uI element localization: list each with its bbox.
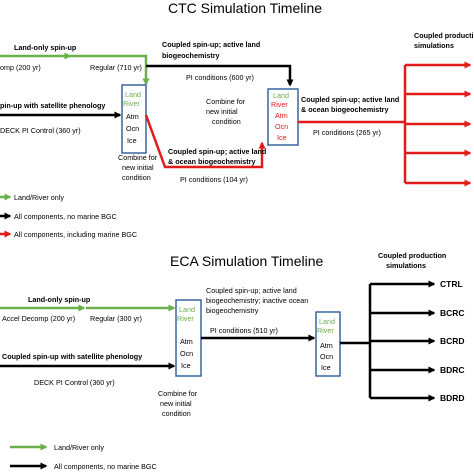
ctc-box1-ice: Ice [127, 136, 137, 145]
eca-combine-l3: condition [162, 409, 191, 418]
ctc-box1-ocn: Ocn [126, 124, 139, 133]
eca-land-only-spinup-label: Land-only spin-up [28, 295, 91, 304]
ctc-spinup-satellite-label: pin-up with satellite phenology [0, 101, 105, 110]
ctc-legend-black-label: All components, no marine BGC [14, 212, 117, 221]
ctc-combine-bottom-l3: condition [122, 173, 151, 182]
eca-box2-river: River [317, 326, 334, 335]
eca-title: ECA Simulation Timeline [170, 253, 324, 269]
eca-box2-atm: Atm [320, 341, 333, 350]
ctc-coupled-land-ocean-bottom-l2: & ocean biogeochemistry [168, 157, 255, 166]
ctc-combine-bottom-l1: Combine for [118, 153, 158, 162]
ctc-regular-arrow [70, 54, 150, 86]
ctc-box2-atm: Atm [275, 111, 288, 120]
eca-combine-l1: Combine for [158, 389, 198, 398]
eca-box1-river: River [177, 314, 194, 323]
eca-box1-ocn: Ocn [180, 349, 193, 358]
ctc-box1-river: River [123, 99, 140, 108]
eca-run-bcrd: BCRD [440, 336, 465, 346]
ctc-combine-mid-l3: condition [212, 117, 241, 126]
ctc-pi104-arrow [144, 114, 266, 169]
ctc-land-only-spinup-label: Land-only spin-up [14, 43, 77, 52]
eca-pi510-label: PI conditions (510 yr) [210, 326, 278, 335]
eca-run-bdrc: BDRC [440, 365, 465, 375]
ctc-box2-ocn: Ocn [275, 122, 288, 131]
ctc-pi265-label: PI conditions (265 yr) [313, 128, 381, 137]
ctc-production-l1: Coupled producti [414, 31, 474, 40]
eca-legend-green-label: Land/River only [54, 443, 104, 452]
ctc-title: CTC Simulation Timeline [168, 0, 322, 16]
ctc-legend-red-label: All components, including marine BGC [14, 230, 137, 239]
ctc-coupled-land-ocean-top-l1: Coupled spin-up; active land [301, 95, 399, 104]
eca-accel-decomp-label: Accel Decomp (200 yr) [2, 314, 75, 323]
ctc-pi104-label: PI conditions (104 yr) [180, 175, 248, 184]
eca-box2-ocn: Ocn [320, 352, 333, 361]
eca-regular-label: Regular (300 yr) [90, 314, 142, 323]
eca-component-box-2 [315, 311, 341, 377]
ctc-combine-mid-l1: Combine for [206, 97, 246, 106]
ctc-deck-pi-label: DECK PI Control (360 yr) [0, 126, 81, 135]
ctc-regular-label: Regular (710 yr) [90, 63, 142, 72]
eca-coupled-l3: biogeochemistry [206, 306, 259, 315]
eca-run-bcrc: BCRC [440, 308, 465, 318]
ctc-box2-land: Land [273, 91, 289, 100]
eca-box1-ice: Ice [181, 361, 191, 370]
eca-coupled-l2: biogeochemistry; inactive ocean [206, 296, 308, 305]
ctc-pi600-arrow [146, 64, 294, 87]
ctc-component-box-1 [121, 84, 147, 154]
ctc-production-l2: simulations [414, 41, 454, 50]
eca-coupled-l1: Coupled spin-up; active land [206, 286, 297, 295]
eca-spinup-satellite-label: Coupled spin-up with satellite phenology [2, 352, 142, 361]
eca-run-ctrl: CTRL [440, 279, 463, 289]
ctc-legend-green-label: Land/River only [14, 193, 64, 202]
ctc-pi600-label: PI conditions (600 yr) [186, 73, 254, 82]
ctc-combine-bottom-l2: new initial [122, 163, 154, 172]
ctc-box1-atm: Atm [126, 112, 139, 121]
eca-run-bdrd: BDRD [440, 393, 465, 403]
ctc-accel-decomp-label: omp (200 yr) [0, 63, 41, 72]
eca-deck-pi-label: DECK PI Control (360 yr) [34, 378, 115, 387]
eca-production-l1: Coupled production [378, 251, 446, 260]
ctc-coupled-active-land-l1: Coupled spin-up; active land [162, 40, 260, 49]
ctc-box1-land: Land [125, 90, 141, 99]
ctc-combine-mid-l2: new initial [206, 107, 238, 116]
eca-legend-black-label: All components, no marine BGC [54, 462, 157, 471]
ctc-coupled-land-ocean-top-l2: & ocean biogeochemistry [301, 105, 388, 114]
ctc-coupled-land-ocean-bottom-l1: Coupled spin-up; active land [168, 147, 266, 156]
eca-box2-land: Land [319, 317, 335, 326]
ctc-component-box-2 [267, 88, 299, 146]
eca-box2-ice: Ice [321, 363, 331, 372]
eca-combine-l2: new initial [160, 399, 192, 408]
eca-box1-land: Land [179, 305, 195, 314]
ctc-box2-river: River [271, 100, 288, 109]
ctc-box2-ice: Ice [277, 133, 287, 142]
ctc-coupled-active-land-l2: biogeochemistry [162, 51, 220, 60]
eca-box1-atm: Atm [180, 337, 193, 346]
eca-production-l2: simulations [386, 261, 426, 270]
eca-component-box-1 [175, 299, 202, 377]
